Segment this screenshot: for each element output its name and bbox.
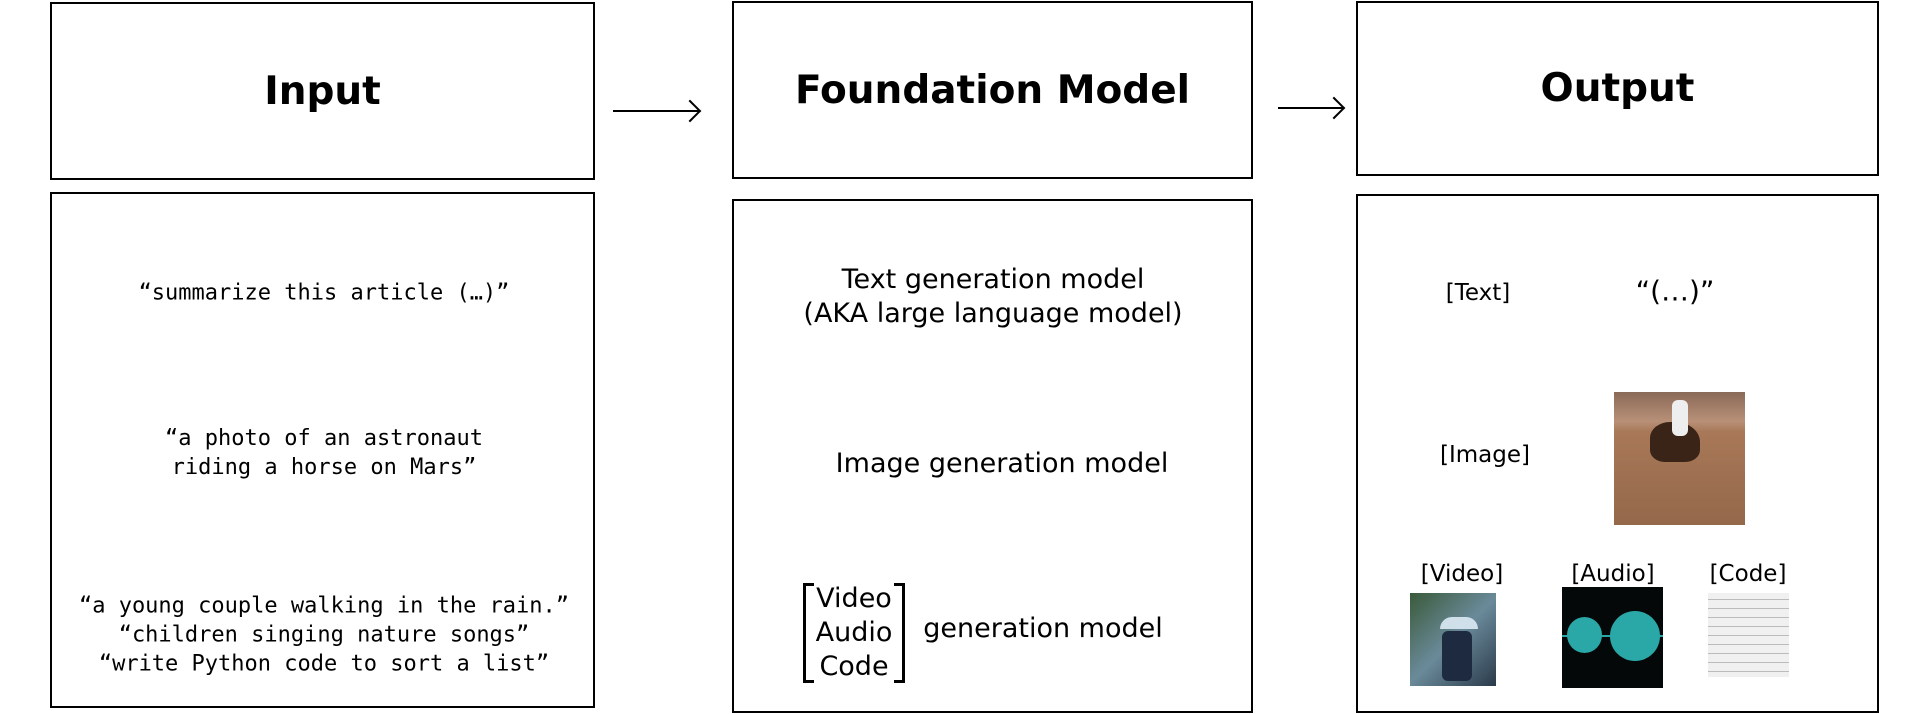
audio-waveform-image [1562,587,1663,688]
modality-bracket: Video Audio Code [803,583,905,683]
model-title: Foundation Model [794,67,1191,113]
couple-rain-video-thumbnail [1410,593,1496,686]
audio-label: [Audio] [1571,561,1655,587]
model-header: Foundation Model [732,1,1253,179]
prompt-code: “write Python code to sort a list” [98,651,550,677]
code-label: [Code] [1709,561,1787,587]
output-title: Output [1540,66,1695,111]
image-label: [Image] [1440,442,1530,468]
modality-audio: Audio [815,617,893,648]
video-label: [Video] [1420,561,1504,587]
modality-code: Code [819,651,889,682]
modality-video: Video [816,583,892,614]
arrow-right-icon [1278,107,1343,109]
input-panel [50,192,595,708]
model-panel [732,199,1253,713]
output-panel [1356,194,1879,713]
image-generation-model: Image generation model [835,448,1169,479]
prompt-video: “a young couple walking in the rain.” [78,593,570,619]
prompt-text: “summarize this article (…)” [138,280,510,306]
text-generation-model: Text generation model (AKA large languag… [803,264,1183,329]
text-label: [Text] [1445,280,1511,306]
astronaut-horse-image [1614,392,1745,525]
output-header: Output [1356,1,1879,176]
text-output: “(…)” [1635,274,1715,308]
input-title: Input [264,68,381,114]
arrow-right-icon [613,110,699,112]
input-header: Input [50,2,595,180]
code-snippet-image [1708,593,1789,677]
other-generation-model: generation model [923,613,1163,644]
prompt-image: “a photo of an astronaut riding a horse … [165,426,483,480]
prompt-audio: “children singing nature songs” [118,622,530,648]
